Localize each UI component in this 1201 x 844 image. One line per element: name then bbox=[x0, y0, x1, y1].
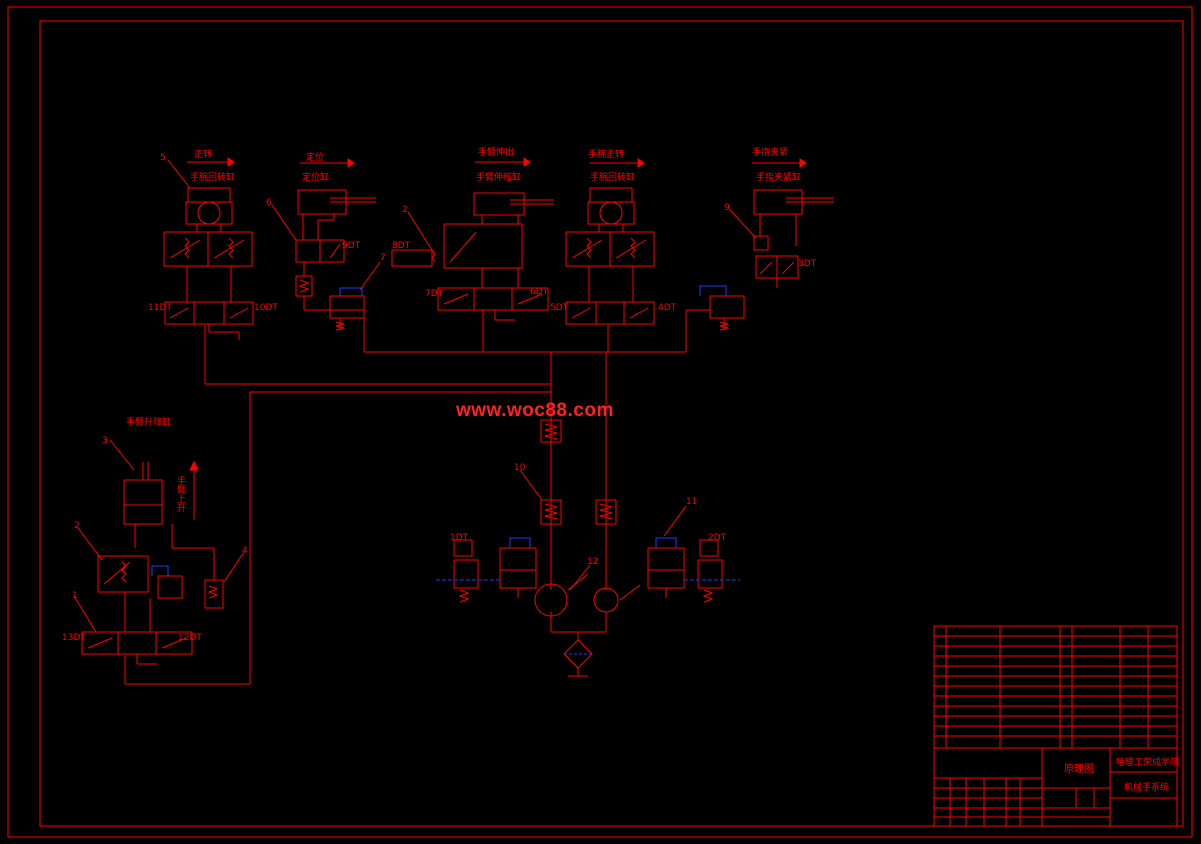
inner-frame bbox=[39, 20, 1184, 827]
solenoid-9dt: 9DT bbox=[342, 241, 361, 251]
number-2-left: 2 bbox=[74, 521, 80, 531]
solenoid-4dt: 4DT bbox=[658, 303, 677, 313]
solenoid-13dt: 13DT bbox=[62, 633, 86, 643]
c5-motion: 手指夹紧 bbox=[752, 146, 788, 158]
solenoid-6dt: 6DT bbox=[530, 287, 549, 297]
c2-number: 6 bbox=[266, 198, 272, 208]
project-name: 机械手系统 bbox=[1124, 781, 1169, 793]
solenoid-7dt: 7DT bbox=[425, 289, 444, 299]
number-1: 1 bbox=[72, 591, 78, 601]
c2-name: 定位缸 bbox=[302, 171, 329, 183]
solenoid-1dt: 1DT bbox=[450, 533, 469, 543]
c6-number: 3 bbox=[102, 436, 108, 446]
solenoid-2dt: 2DT bbox=[708, 533, 727, 543]
outer-frame bbox=[7, 6, 1193, 838]
solenoid-11dt: 11DT bbox=[148, 303, 172, 313]
c5-name: 手指夹紧缸 bbox=[756, 171, 801, 183]
cylinder-group-5 bbox=[686, 189, 834, 331]
pump-station bbox=[436, 419, 740, 669]
c1-name: 手腕回转缸 bbox=[190, 171, 235, 183]
watermark: www.woc88.com bbox=[456, 400, 614, 421]
c6-name: 手臂升降缸 bbox=[126, 416, 171, 428]
motion-arrows bbox=[187, 157, 807, 520]
c1-motion: 正转 bbox=[194, 148, 212, 160]
cylinder-group-2 bbox=[295, 189, 376, 331]
number-7: 7 bbox=[380, 253, 386, 263]
cylinder-group-6 bbox=[81, 462, 224, 665]
number-11: 11 bbox=[686, 497, 697, 507]
c3-name: 手臂伸缩缸 bbox=[476, 171, 521, 183]
c5-number: 9 bbox=[724, 203, 730, 213]
c4-motion: 手腕正转 bbox=[588, 148, 624, 160]
title-block bbox=[933, 625, 1178, 827]
pipe-network bbox=[124, 310, 687, 685]
c2-motion: 定位 bbox=[306, 151, 324, 163]
drawing-name: 原理图 bbox=[1064, 763, 1094, 775]
cylinder-group-3 bbox=[391, 192, 554, 321]
cylinder-group-4 bbox=[565, 187, 655, 325]
c6-motion: 手臂上升 bbox=[175, 475, 186, 513]
cylinder-group-1 bbox=[163, 187, 254, 340]
solenoid-12dt: 12DT bbox=[178, 633, 202, 643]
number-10: 10 bbox=[514, 463, 526, 473]
number-12: 12 bbox=[587, 557, 598, 567]
c3-number: 2 bbox=[402, 205, 408, 215]
c4-name: 手腕回转缸 bbox=[590, 171, 635, 183]
c1-number: 5 bbox=[160, 153, 166, 163]
c3-motion: 手臂伸出 bbox=[478, 146, 514, 158]
pilot-lines bbox=[151, 285, 727, 576]
number-4: 4 bbox=[242, 546, 248, 556]
solenoid-3dt: 3DT bbox=[798, 259, 817, 269]
leader-lines bbox=[73, 159, 757, 633]
solenoid-10dt: 10DT bbox=[254, 303, 278, 313]
school-name: 哈理工荣成学院 bbox=[1116, 756, 1179, 768]
solenoid-8dt: 8DT bbox=[392, 241, 411, 251]
solenoid-5dt: 5DT bbox=[550, 303, 569, 313]
